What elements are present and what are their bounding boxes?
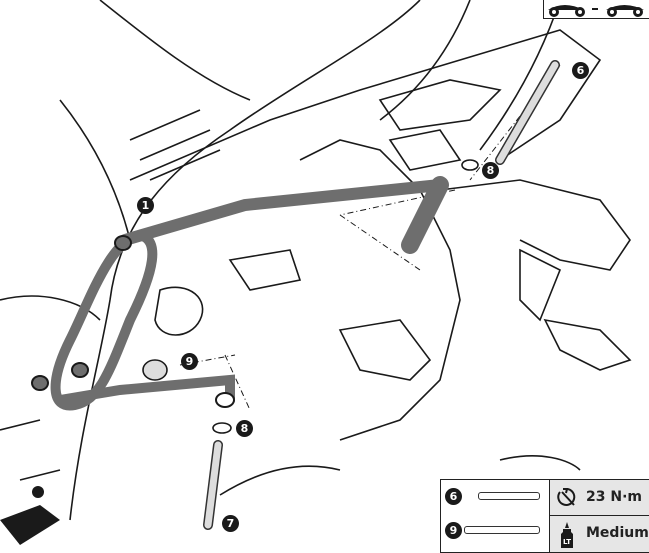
threadlocker-value: Medium (586, 525, 649, 541)
callout-8-top: 8 (482, 162, 499, 179)
rider-icon (0, 486, 60, 545)
luggage-rack (31, 176, 449, 411)
bottle-label: LT (563, 538, 571, 546)
part-number: 6 (445, 488, 462, 505)
callout-9: 9 (181, 353, 198, 370)
spec-table: 6 9 23 N·m LT Medium (440, 479, 649, 553)
threadlocker-row: LT Medium (550, 516, 649, 551)
torque-value: 23 N·m (586, 489, 642, 505)
torque-wrench-icon (557, 488, 576, 506)
threadlocker-bottle-icon: LT (561, 522, 573, 548)
spacer-9 (142, 359, 168, 381)
motorcycle-left-right-icon (548, 5, 644, 17)
washer-8-bottom (212, 422, 232, 434)
spec-values: 23 N·m LT Medium (550, 480, 649, 552)
parts-column: 6 9 (441, 480, 550, 552)
direction-indicator (543, 0, 649, 19)
callout-1: 1 (137, 197, 154, 214)
callout-8-bottom: 8 (236, 420, 253, 437)
callout-6: 6 (572, 62, 589, 79)
bolt-9-icon (464, 526, 540, 534)
washer-8-top (461, 159, 479, 171)
callout-7: 7 (222, 515, 239, 532)
part-number: 9 (445, 522, 462, 539)
torque-row: 23 N·m (550, 480, 649, 516)
bolt-6-icon (478, 492, 540, 500)
